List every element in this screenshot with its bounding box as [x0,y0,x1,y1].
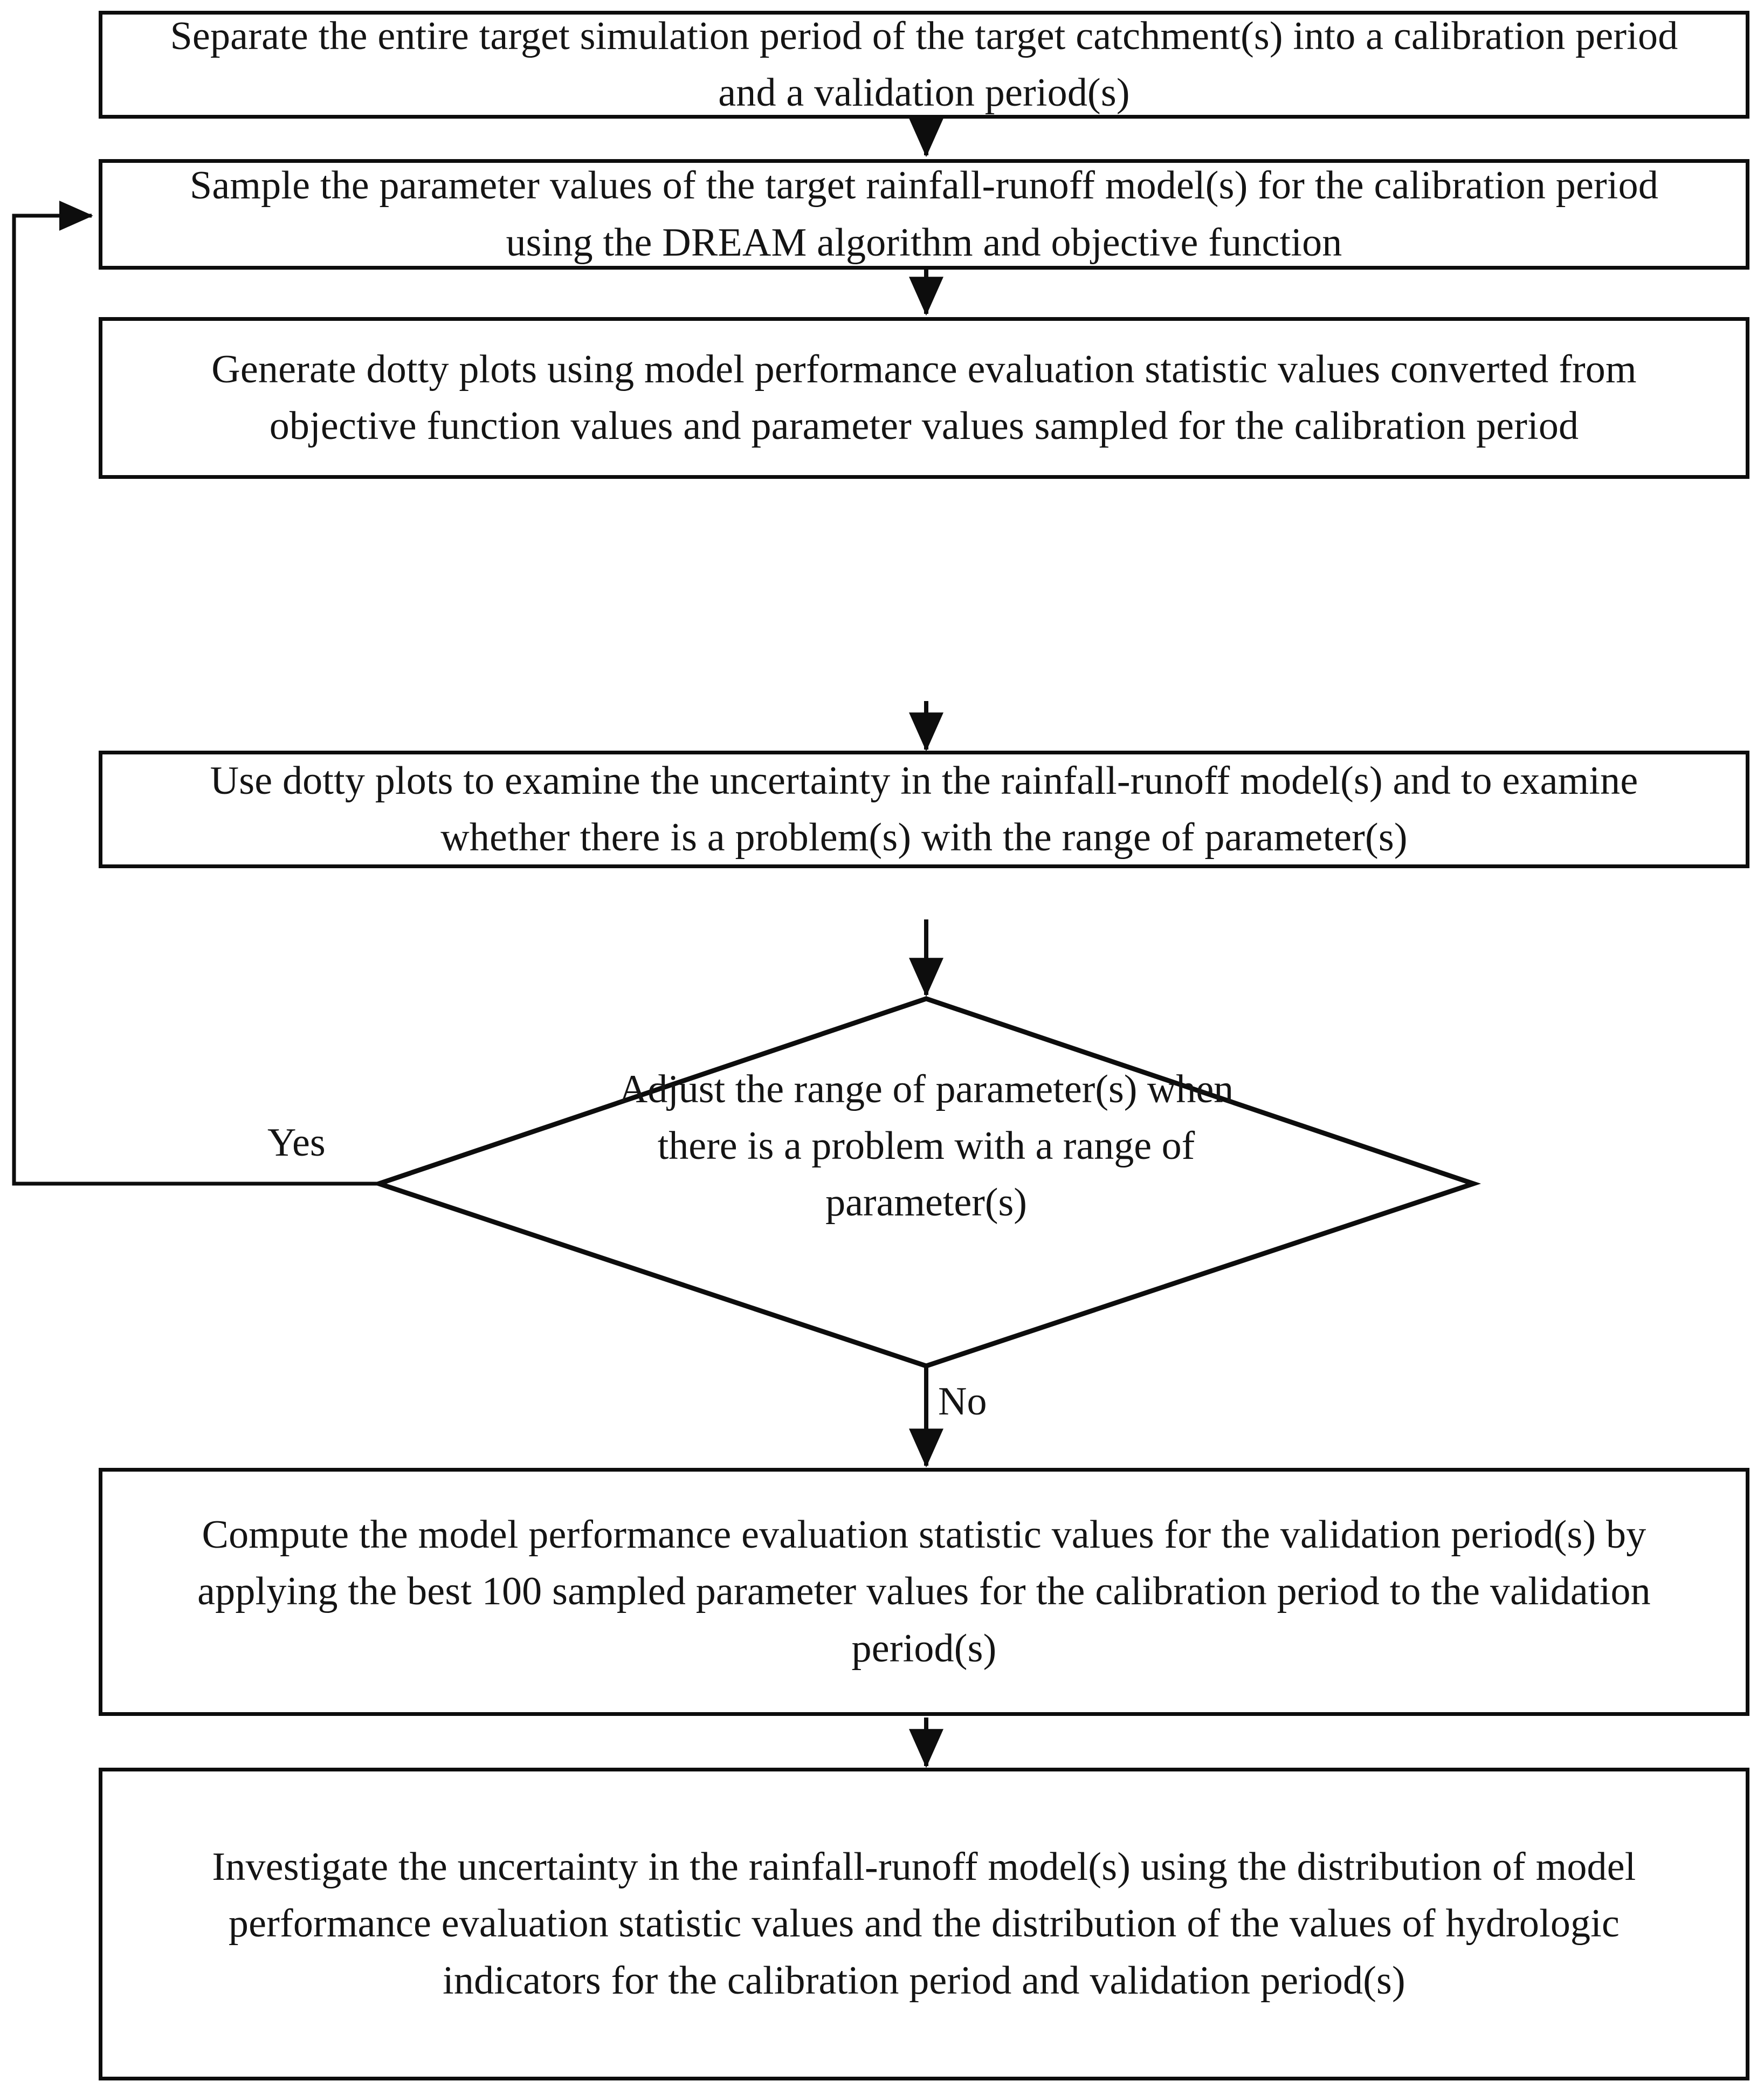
process-node-step-1-label: Separate the entire target simulation pe… [170,13,1678,115]
process-node-step-2[interactable]: Sample the parameter values of the targe… [99,159,1749,270]
edge-label-yes: Yes [267,1123,326,1163]
edge-label-no-text: No [938,1379,987,1424]
process-node-step-4-label: Use dotty plots to examine the uncertain… [210,758,1638,860]
process-node-step-3[interactable]: Generate dotty plots using model perform… [99,317,1749,479]
process-node-step-4[interactable]: Use dotty plots to examine the uncertain… [99,751,1749,868]
process-node-step-5[interactable]: Compute the model performance evaluation… [99,1468,1749,1716]
process-node-step-6-label: Investigate the uncertainty in the rainf… [212,1845,1636,2003]
process-node-step-6[interactable]: Investigate the uncertainty in the rainf… [99,1768,1749,2080]
process-node-step-3-label: Generate dotty plots using model perform… [211,347,1637,448]
edge-label-no: No [938,1382,987,1421]
decision-node-label-wrap[interactable]: Adjust the range of parameter(s) when th… [608,1061,1244,1231]
decision-node-label: Adjust the range of parameter(s) when th… [618,1067,1234,1225]
process-node-step-5-label: Compute the model performance evaluation… [197,1513,1651,1671]
process-node-step-2-label: Sample the parameter values of the targe… [189,163,1659,265]
edge-label-yes-text: Yes [267,1121,326,1165]
process-node-step-1[interactable]: Separate the entire target simulation pe… [99,11,1749,119]
